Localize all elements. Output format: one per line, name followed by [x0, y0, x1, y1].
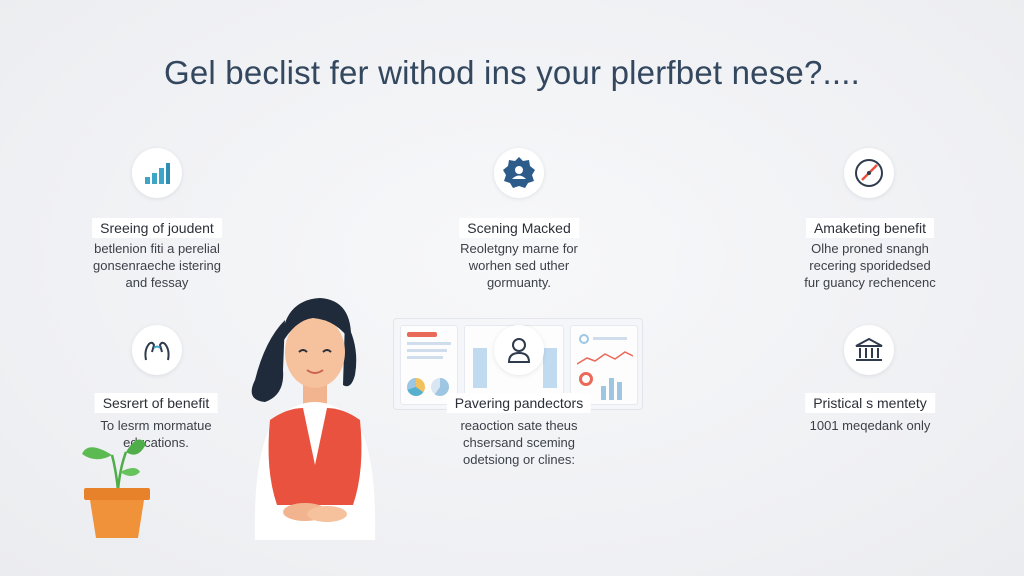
card-desc-line: gonsenraeche istering — [93, 258, 221, 273]
hands-icon — [132, 325, 182, 375]
bar-chart-icon — [132, 148, 182, 198]
card-title-2: Scening Macked — [459, 218, 579, 238]
card-desc-6: 1001 meqedank only — [810, 417, 931, 434]
woman-illustration — [251, 298, 376, 540]
card-desc-line: gormuanty. — [486, 275, 552, 290]
user-badge-icon — [494, 148, 544, 198]
dashboard-panel — [570, 325, 638, 405]
compass-icon — [844, 148, 894, 198]
card-desc-3: Olhe proned snangh recering sporidedsed … — [804, 240, 936, 291]
card-desc-line: To lesrm mormatue — [100, 418, 212, 433]
bank-icon — [844, 325, 894, 375]
card-desc-line: chsersand sceming — [462, 435, 575, 450]
person-icon — [494, 325, 544, 375]
card-title-1: Sreeing of joudent — [92, 218, 222, 238]
card-desc-2: Reoletgny marne for worhen sed uther gor… — [460, 240, 578, 291]
card-title-3: Amaketing benefit — [805, 218, 935, 238]
card-desc-line: reaoction sate theus — [460, 418, 578, 433]
card-desc-line: Reoletgny marne for — [460, 241, 578, 256]
card-title-6: Pristical s mentety — [805, 393, 935, 413]
potted-plant-illustration — [82, 439, 150, 538]
card-desc-line: worhen sed uther — [468, 258, 570, 273]
card-desc-line: fur guancy rechencenc — [804, 275, 936, 290]
card-title-5: Pavering pandectors — [446, 393, 592, 413]
card-desc-line: 1001 meqedank only — [809, 418, 931, 433]
card-desc-line: odetsiong or clines: — [462, 452, 576, 467]
card-desc-5: reaoction sate theus chsersand sceming o… — [460, 417, 577, 468]
card-desc-1: betlenion fiti a perelial gonsenraeche i… — [93, 240, 221, 291]
card-desc-line: recering sporidedsed — [809, 258, 931, 273]
page-title: Gel beclist fer withod ins your plerfbet… — [163, 54, 860, 91]
card-desc-line: Olhe proned snangh — [811, 241, 929, 256]
card-desc-line: and fessay — [125, 275, 189, 290]
card-title-4: Sesrert of benefit — [94, 393, 218, 413]
dashboard-panel — [400, 325, 458, 405]
card-desc-line: betlenion fiti a perelial — [94, 241, 220, 256]
